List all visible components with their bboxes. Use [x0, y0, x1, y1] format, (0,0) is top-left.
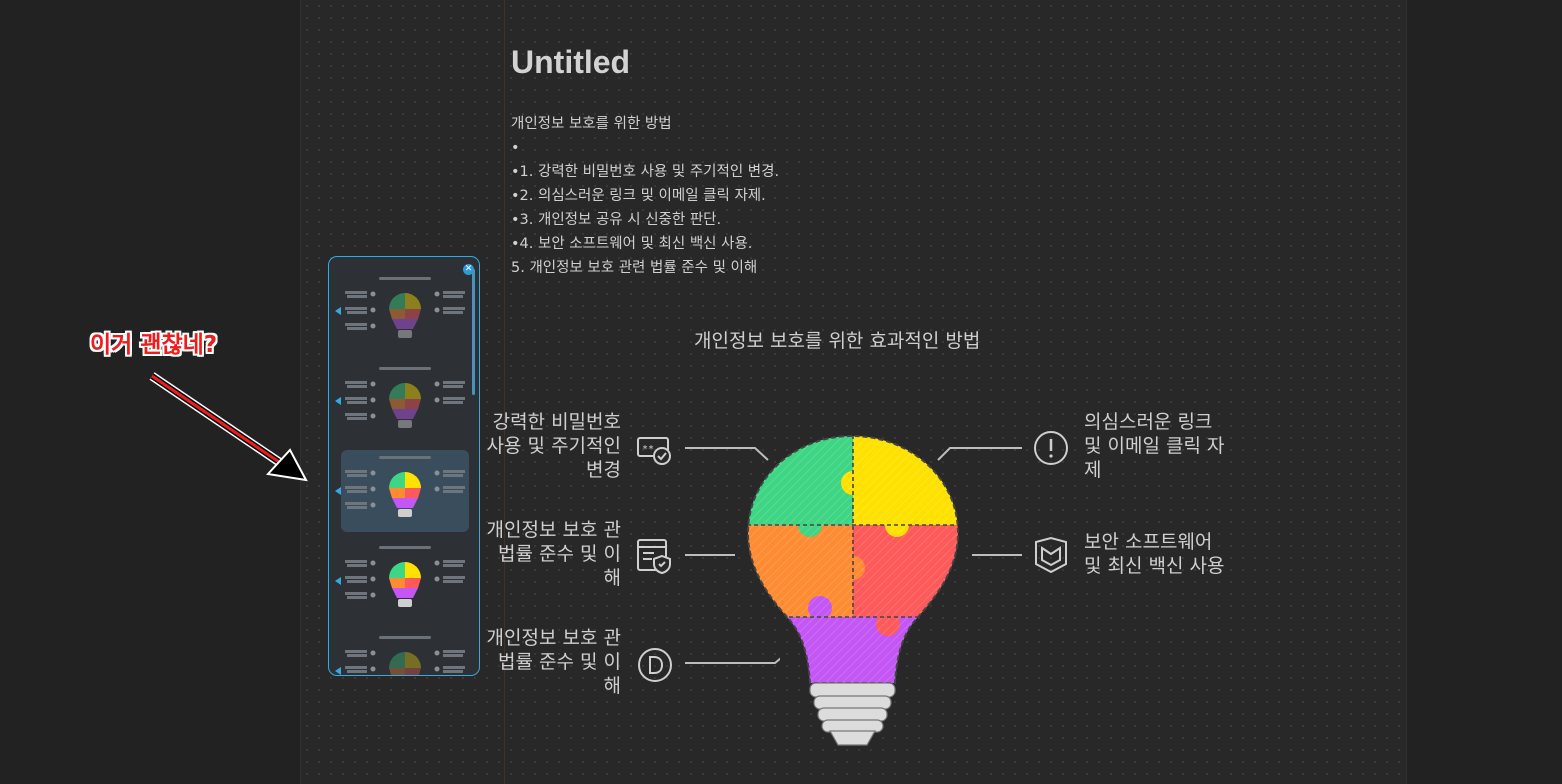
- thumbnail-indicator-icon: [335, 577, 341, 585]
- annotation-label: 이거 괜찮네?: [90, 332, 218, 358]
- item-text-left-1[interactable]: 강력한 비밀번호 사용 및 주기적인 변경: [487, 410, 621, 482]
- style-thumbnail-3[interactable]: [341, 450, 469, 532]
- item-text-left-3[interactable]: 개인정보 보호 관 법률 준수 및 이 해: [487, 626, 621, 698]
- thumbnail-indicator-icon: [335, 307, 341, 315]
- legal-document-icon: [637, 539, 671, 575]
- thumbnail-indicator-icon: [335, 487, 341, 495]
- style-picker-panel[interactable]: ✕: [328, 256, 480, 676]
- item-line: 및 최신 백신 사용: [1084, 555, 1225, 577]
- panel-scrollbar[interactable]: [472, 269, 475, 395]
- margin-guide-line: [504, 0, 505, 784]
- password-icon: **: [637, 437, 671, 465]
- item-text-right-2[interactable]: 보안 소프트웨어 및 최신 백신 사용: [1084, 530, 1224, 578]
- item-line: 해: [603, 675, 621, 697]
- thumbnail-indicator-icon: [335, 667, 341, 675]
- item-line: 변경: [586, 459, 621, 481]
- document-canvas[interactable]: [300, 0, 1407, 784]
- document-body[interactable]: 개인정보 보호를 위한 방법 • •1. 강력한 비밀번호 사용 및 주기적인 …: [511, 113, 779, 281]
- alert-icon: [1034, 431, 1068, 465]
- item-line: 제: [1084, 459, 1102, 481]
- item-line: 강력한 비밀번호: [492, 411, 621, 433]
- lightbulb-puzzle-graphic: [747, 435, 959, 746]
- item-line: 해: [603, 567, 621, 589]
- close-icon[interactable]: ✕: [463, 264, 474, 275]
- annotation-arrow: [149, 372, 308, 482]
- thumbnail-preview: [345, 546, 465, 607]
- style-thumbnail-5[interactable]: [341, 630, 469, 675]
- item-line: 및 이메일 클릭 자: [1084, 435, 1225, 457]
- thumbnail-preview: [345, 636, 465, 675]
- document-title[interactable]: Untitled: [511, 44, 631, 80]
- item-text-right-1[interactable]: 의심스러운 링크 및 이메일 클릭 자 제: [1084, 410, 1224, 482]
- style-thumbnail-2[interactable]: [341, 361, 469, 443]
- item-line: 사용 및 주기적인: [486, 435, 621, 457]
- bulb-base: [809, 682, 896, 746]
- item-text-left-2[interactable]: 개인정보 보호 관 법률 준수 및 이 해: [487, 518, 621, 590]
- thumbnail-indicator-icon: [335, 397, 341, 405]
- document-line[interactable]: •3. 개인정보 공유 시 신중한 판단.: [511, 212, 722, 228]
- thumbnail-preview: [345, 277, 465, 338]
- shield-icon: [1035, 536, 1067, 574]
- document-line[interactable]: •1. 강력한 비밀번호 사용 및 주기적인 변경.: [511, 164, 780, 180]
- thumbnail-preview: [345, 456, 465, 517]
- document-line[interactable]: •4. 보안 소프트웨어 및 최신 백신 사용.: [511, 236, 753, 252]
- item-line: 개인정보 보호 관: [486, 519, 621, 541]
- item-line: 보안 소프트웨어: [1084, 531, 1213, 553]
- document-line[interactable]: •: [511, 140, 520, 156]
- item-line: 법률 준수 및 이: [498, 543, 621, 565]
- style-thumbnail-1[interactable]: [341, 271, 469, 353]
- svg-text:**: **: [642, 444, 654, 455]
- item-line: 개인정보 보호 관: [486, 627, 621, 649]
- item-line: 의심스러운 링크: [1084, 411, 1213, 433]
- item-line: 법률 준수 및 이: [498, 651, 621, 673]
- document-line[interactable]: 5. 개인정보 보호 관련 법률 준수 및 이해: [511, 260, 758, 276]
- infographic-title[interactable]: 개인정보 보호를 위한 효과적인 방법: [694, 330, 981, 352]
- document-line[interactable]: 개인정보 보호를 위한 방법: [511, 116, 672, 132]
- d-circle-icon: [638, 648, 672, 682]
- style-thumbnail-4[interactable]: [341, 540, 469, 622]
- document-line[interactable]: •2. 의심스러운 링크 및 이메일 클릭 자제.: [511, 188, 766, 204]
- thumbnail-preview: [345, 367, 465, 428]
